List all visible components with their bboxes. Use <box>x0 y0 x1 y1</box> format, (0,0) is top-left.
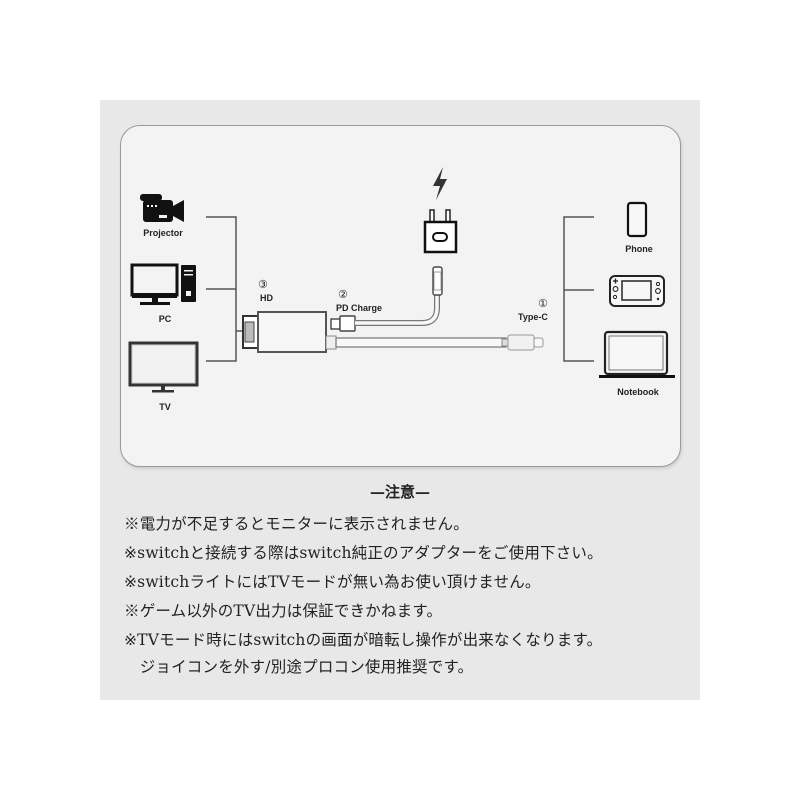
connection-diagram-card <box>120 125 681 467</box>
video-camera-icon <box>140 194 184 222</box>
product-info-panel: Projector PC TV Phone Notebook ③ HD ② PD… <box>100 100 700 700</box>
smartphone-icon <box>626 201 648 238</box>
port-label-hdmi: HD <box>260 293 273 303</box>
notice-line: ジョイコンを外す/別途プロコン使用推奨です。 <box>124 658 474 676</box>
device-label-phone: Phone <box>625 244 653 254</box>
laptop-icon <box>599 330 675 378</box>
desktop-pc-icon <box>130 263 196 305</box>
port-label-pd: PD Charge <box>336 303 383 313</box>
right-connector-lines <box>563 216 594 362</box>
wall-charger-icon <box>423 209 458 254</box>
notice-line: ※電力が不足するとモニターに表示されません。 <box>124 515 469 533</box>
hdmi-adapter <box>242 311 327 353</box>
handheld-game-console-icon <box>609 275 665 307</box>
port-label-typec: Type-C <box>518 312 548 322</box>
connection-diagram <box>128 167 675 393</box>
type-c-cable <box>325 334 544 351</box>
device-label-tv: TV <box>159 402 171 412</box>
port-number-hdmi: ③ <box>258 279 268 291</box>
device-label-notebook: Notebook <box>617 387 659 397</box>
notice-line: ※switchライトにはTVモードが無い為お使い頂けません。 <box>124 573 541 591</box>
device-label-projector: Projector <box>143 228 183 238</box>
notice-title: —注意— <box>369 483 430 501</box>
device-label-pc: PC <box>158 314 172 324</box>
notice-line: ※TVモード時にはswitchの画面が暗転し操作が出来なくなります。 <box>124 631 603 649</box>
port-number-typec: ① <box>538 298 548 310</box>
tv-icon <box>128 341 199 393</box>
notice-line: ※switchと接続する際はswitch純正のアダプターをご使用下さい。 <box>124 544 603 562</box>
notice-line: ※ゲーム以外のTV出力は保証できかねます。 <box>124 602 443 620</box>
pd-charge-cable <box>330 266 443 332</box>
lightning-bolt-icon <box>433 167 447 200</box>
port-number-pd: ② <box>338 289 348 301</box>
